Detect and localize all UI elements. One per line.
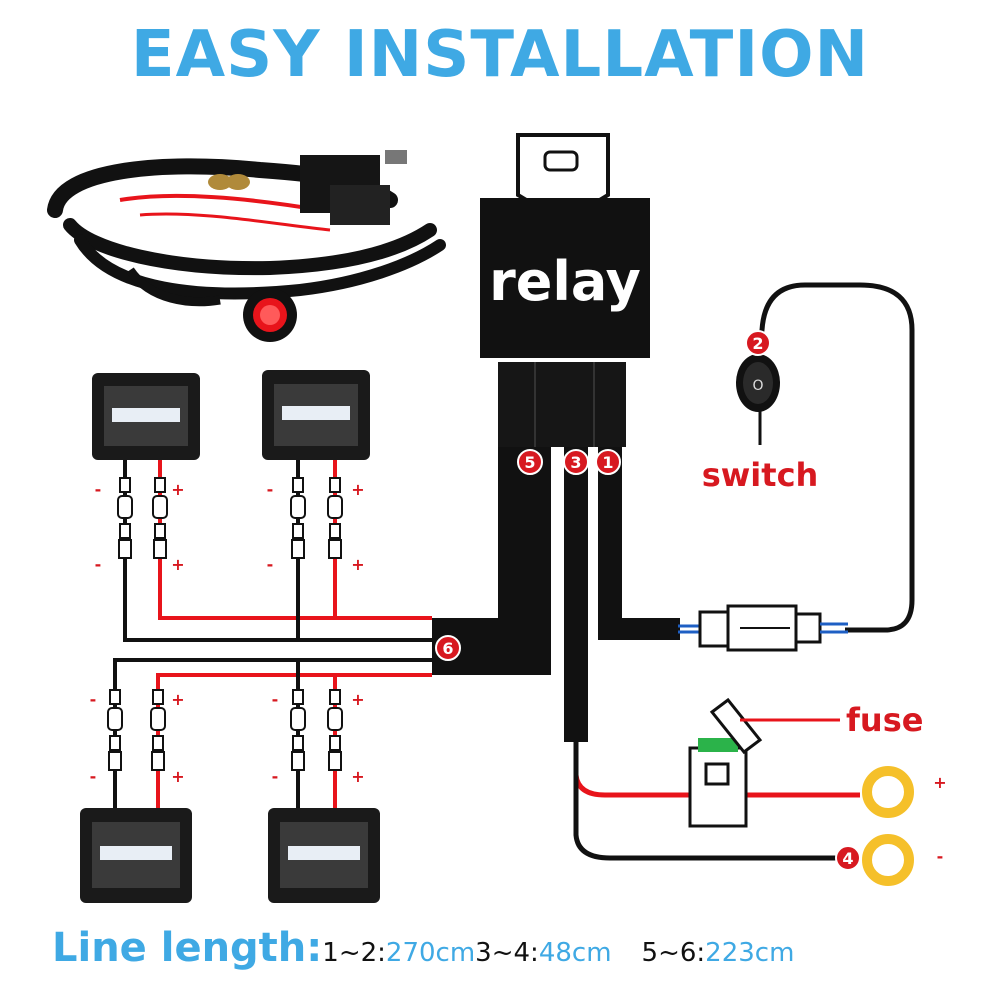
pin-badge-6: 6 [435, 635, 461, 661]
pin-number: 4 [842, 849, 853, 868]
polarity-signs: - + - + - + - + - + - + - + - + + - [90, 480, 947, 866]
led-light-top-left [92, 373, 200, 460]
minus-sign: - [937, 847, 944, 866]
segment-value: 270cm [385, 938, 476, 968]
harness-sheaths [432, 447, 680, 742]
plus-sign: + [351, 480, 364, 499]
led-light-top-right [262, 370, 370, 460]
minus-sign: - [267, 480, 274, 499]
minus-sign: - [95, 555, 102, 574]
pin-number: 5 [524, 453, 535, 472]
pin-number: 1 [602, 453, 613, 472]
inline-connector [290, 689, 306, 771]
inline-connector [117, 477, 133, 559]
segment-value: 223cm [705, 938, 795, 968]
fuse-holder [688, 697, 840, 828]
plus-sign: + [171, 767, 184, 786]
minus-sign: - [90, 767, 97, 786]
led-light-bottom-right [268, 808, 380, 903]
fuse-label: fuse [846, 701, 923, 739]
minus-sign: - [272, 690, 279, 709]
inline-connector [150, 689, 166, 771]
page-title: EASY INSTALLATION [130, 18, 870, 92]
switch-mark: O [752, 378, 763, 394]
segment-range: 1~2: [322, 938, 386, 968]
pin-badge-1: 1 [595, 449, 621, 475]
inline-connector [290, 477, 306, 559]
inline-connectors [107, 477, 343, 771]
battery-positive-ring [862, 766, 914, 818]
harness-photo [47, 150, 446, 342]
led-light-bottom-left [80, 808, 192, 903]
pin-number: 6 [442, 639, 453, 658]
pin-badge-4: 4 [835, 845, 861, 871]
plus-sign: + [171, 480, 184, 499]
plus-sign: + [351, 767, 364, 786]
rocker-switch [736, 354, 780, 412]
pin-number: 2 [752, 334, 763, 353]
switch-connector [678, 604, 848, 652]
pin-badge-5: 5 [517, 449, 543, 475]
plus-sign: + [933, 773, 946, 792]
inline-connector [152, 477, 168, 559]
pin-number: 3 [570, 453, 581, 472]
line-length-legend: Line length:1~2:270cm3~4:48cm 5~6:223cm [52, 925, 992, 971]
pin-badge-3: 3 [563, 449, 589, 475]
minus-sign: - [90, 690, 97, 709]
pin-badges: 1 2 3 4 5 6 [435, 330, 861, 871]
inline-connector [327, 689, 343, 771]
plus-sign: + [171, 690, 184, 709]
battery-negative-wire [573, 742, 838, 861]
switch-label: switch [702, 456, 819, 494]
switch-wire [757, 282, 915, 633]
battery-negative-ring [862, 834, 914, 886]
relay [480, 133, 650, 447]
line-length-label: Line length: [52, 925, 323, 971]
plus-sign: + [351, 555, 364, 574]
inline-connector [327, 477, 343, 559]
segment-value: 48cm [538, 938, 612, 968]
minus-sign: - [272, 767, 279, 786]
inline-connector [107, 689, 123, 771]
plus-sign: + [351, 690, 364, 709]
segment-range: 5~6: [641, 938, 706, 968]
minus-sign: - [95, 480, 102, 499]
minus-sign: - [267, 555, 274, 574]
pin-badge-2: 2 [745, 330, 771, 356]
plus-sign: + [171, 555, 184, 574]
relay-label: relay [489, 250, 641, 313]
segment-range: 3~4: [475, 938, 539, 968]
